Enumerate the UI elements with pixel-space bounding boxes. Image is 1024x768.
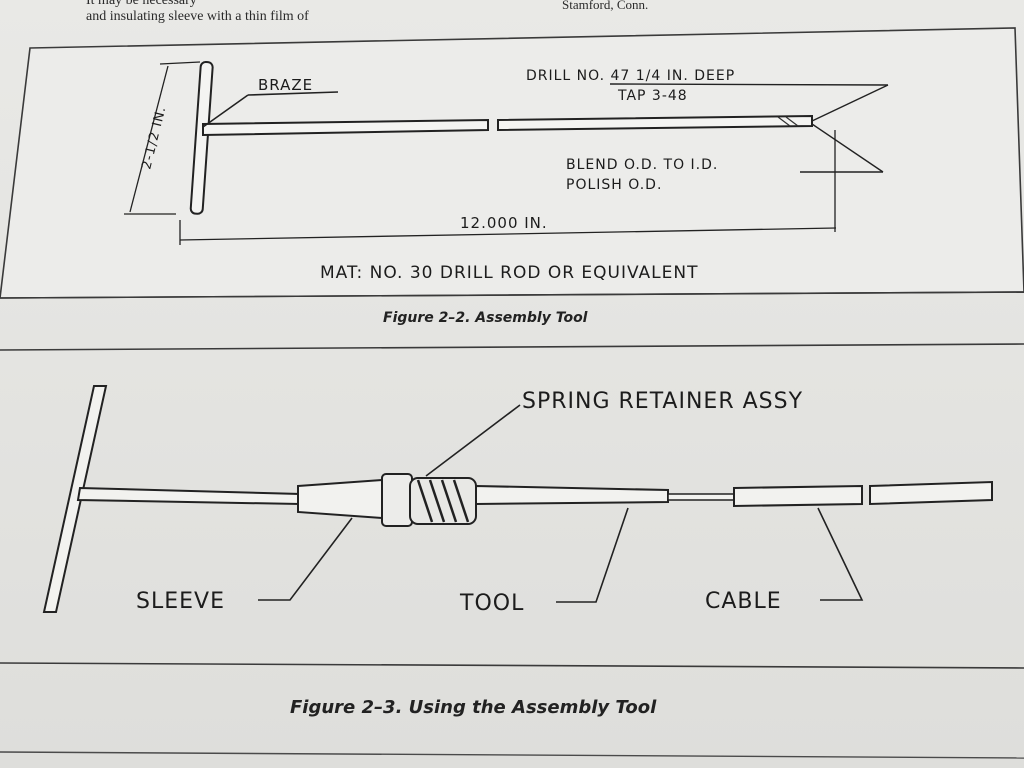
material-note: MAT: NO. 30 DRILL ROD OR EQUIVALENT <box>320 263 699 283</box>
braze-label: BRAZE <box>258 76 313 94</box>
page-bottom-rule <box>0 751 1024 759</box>
height-dimension-line <box>129 65 169 213</box>
cable-leader <box>817 507 864 601</box>
figure-2-3: SPRING RETAINER ASSY SLEEVE TOOL CABLE F… <box>0 343 1024 759</box>
figure-2-3-frame-top <box>0 343 1024 351</box>
retainer-nut <box>381 473 413 527</box>
body-text-line-2: and insulating sleeve with a thin film o… <box>86 9 309 24</box>
tool-shaft-right <box>497 114 813 132</box>
braze-underline <box>247 91 339 96</box>
length-dimension-label: 12.000 IN. <box>460 214 548 232</box>
address-text: Stamford, Conn. <box>562 0 649 12</box>
drill-underline <box>609 83 889 86</box>
tapped-end-hatch <box>777 116 799 127</box>
body-text-line-1: It may be necessary <box>86 0 197 8</box>
t-handle-bar-2 <box>42 385 108 613</box>
tool-shaft-2 <box>76 486 301 506</box>
blend-label: BLEND O.D. TO I.D. <box>566 157 718 173</box>
height-extension-top <box>159 61 201 65</box>
tap-label: TAP 3-48 <box>617 88 688 104</box>
t-handle-bar <box>189 60 214 215</box>
figure-2-3-frame-bottom <box>0 662 1024 669</box>
cable-end <box>869 480 993 506</box>
tool-leader <box>556 507 629 603</box>
tool-shaft-3 <box>475 484 669 506</box>
tool-label: TOOL <box>459 591 524 616</box>
spring-retainer-label: SPRING RETAINER ASSY <box>522 389 803 414</box>
spring-coils <box>409 477 477 525</box>
sleeve <box>297 478 383 520</box>
braze-leader <box>202 94 249 128</box>
figure-2-2: BRAZE DRILL NO. 47 1/4 IN. DEEP TAP 3-48… <box>0 27 1024 326</box>
cable-joint <box>667 493 735 501</box>
figure-2-2-caption: Figure 2–2. Assembly Tool <box>383 310 588 326</box>
drill-leader <box>811 84 889 122</box>
body-text-top: It may be necessary and insulating sleev… <box>86 0 309 25</box>
polish-label: POLISH O.D. <box>566 177 662 193</box>
sleeve-leader <box>258 517 353 601</box>
length-dimension-line <box>179 227 837 241</box>
drill-label: DRILL NO. 47 1/4 IN. DEEP <box>526 68 735 84</box>
tool-shaft-left <box>202 118 489 137</box>
cable-segment <box>733 484 863 508</box>
cable-label: CABLE <box>705 589 782 614</box>
spring-leader <box>425 404 521 477</box>
figure-2-2-divider <box>0 291 1024 299</box>
sleeve-label: SLEEVE <box>136 589 225 614</box>
blend-leader <box>811 123 884 173</box>
figure-2-3-caption: Figure 2–3. Using the Assembly Tool <box>290 697 657 718</box>
